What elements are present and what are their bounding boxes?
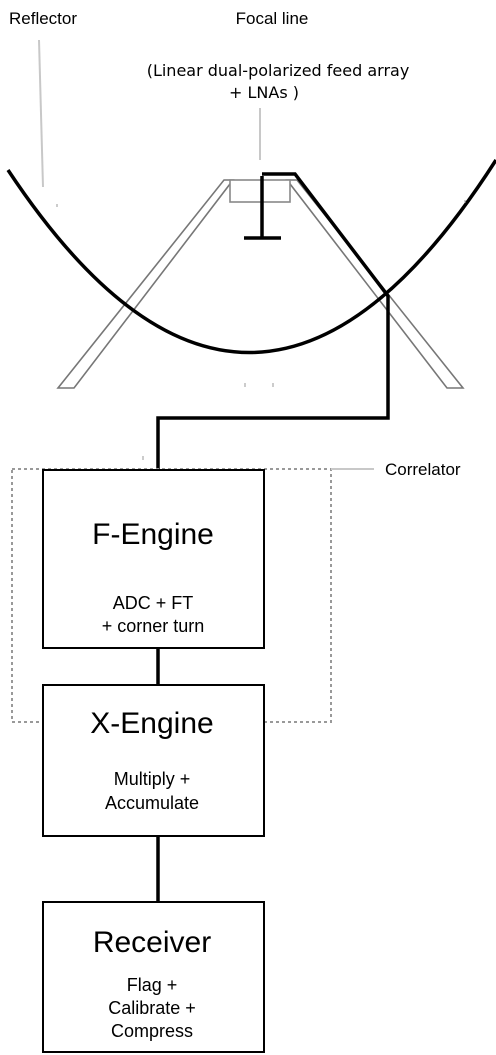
f-engine-line2: + corner turn bbox=[102, 616, 205, 636]
feed-description-line2: + LNAs ) bbox=[229, 83, 299, 102]
feed-description-line1: (Linear dual-polarized feed array bbox=[147, 61, 410, 80]
x-engine-title: X-Engine bbox=[90, 707, 213, 740]
focal-line-label: Focal line bbox=[236, 9, 309, 28]
receiver-line1: Flag + bbox=[127, 975, 178, 995]
receiver-block: Receiver Flag + Calibrate + Compress bbox=[42, 901, 265, 1053]
correlator-label: Correlator bbox=[385, 460, 461, 479]
receiver-title: Receiver bbox=[93, 926, 211, 959]
x-engine-line1: Multiply + bbox=[114, 769, 191, 789]
feed-mount bbox=[244, 176, 281, 240]
f-engine-block: F-Engine ADC + FT + corner turn bbox=[42, 469, 265, 649]
small-tick-marks bbox=[56, 200, 466, 460]
left-support-strut bbox=[56, 179, 235, 389]
f-engine-title: F-Engine bbox=[92, 518, 214, 551]
x-engine-block: X-Engine Multiply + Accumulate bbox=[42, 684, 265, 837]
parabolic-reflector bbox=[6, 159, 496, 355]
f-engine-line1: ADC + FT bbox=[113, 593, 194, 613]
correlator-boundary bbox=[11, 468, 332, 723]
reflector-label: Reflector bbox=[9, 9, 77, 28]
receiver-line2: Calibrate + bbox=[108, 998, 196, 1018]
right-support-strut bbox=[285, 179, 465, 389]
reflector-leader-line bbox=[38, 39, 44, 188]
x-engine-line2: Accumulate bbox=[105, 793, 199, 813]
feed-array-box bbox=[229, 179, 291, 203]
receiver-line3: Compress bbox=[111, 1021, 193, 1041]
signal-cable bbox=[156, 172, 390, 470]
